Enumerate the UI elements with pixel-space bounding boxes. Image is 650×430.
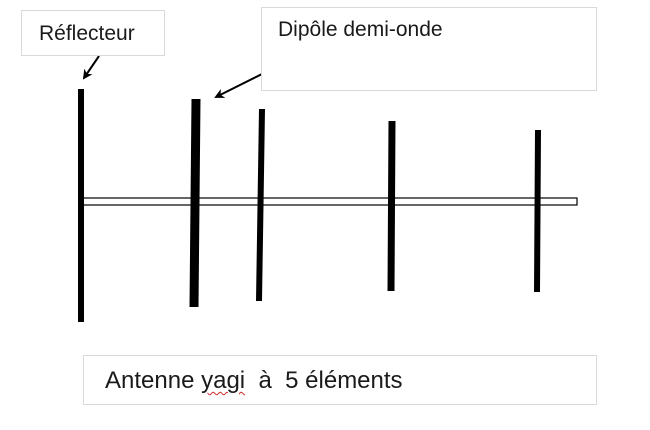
reflector-label: Réflecteur bbox=[39, 22, 135, 45]
director-element-2 bbox=[387, 120, 396, 292]
caption-text: Antenne yagi à 5 éléments bbox=[105, 367, 403, 395]
caption-box: Antenne yagi à 5 éléments bbox=[83, 355, 597, 405]
caption-suffix: à 5 éléments bbox=[245, 367, 403, 394]
dipole-label: Dipôle demi-onde bbox=[278, 18, 443, 41]
caption-flagged-word: yagi bbox=[201, 367, 246, 394]
dipole-label-box: Dipôle demi-onde bbox=[261, 7, 597, 91]
driven-dipole-element bbox=[189, 98, 201, 308]
reflector-pointer-arrow bbox=[82, 55, 100, 80]
director-element-3 bbox=[534, 129, 541, 293]
antenna-boom bbox=[82, 197, 578, 206]
caption-prefix: Antenne bbox=[105, 367, 202, 394]
director-element-1 bbox=[256, 108, 265, 302]
reflector-label-box: Réflecteur bbox=[21, 10, 165, 56]
